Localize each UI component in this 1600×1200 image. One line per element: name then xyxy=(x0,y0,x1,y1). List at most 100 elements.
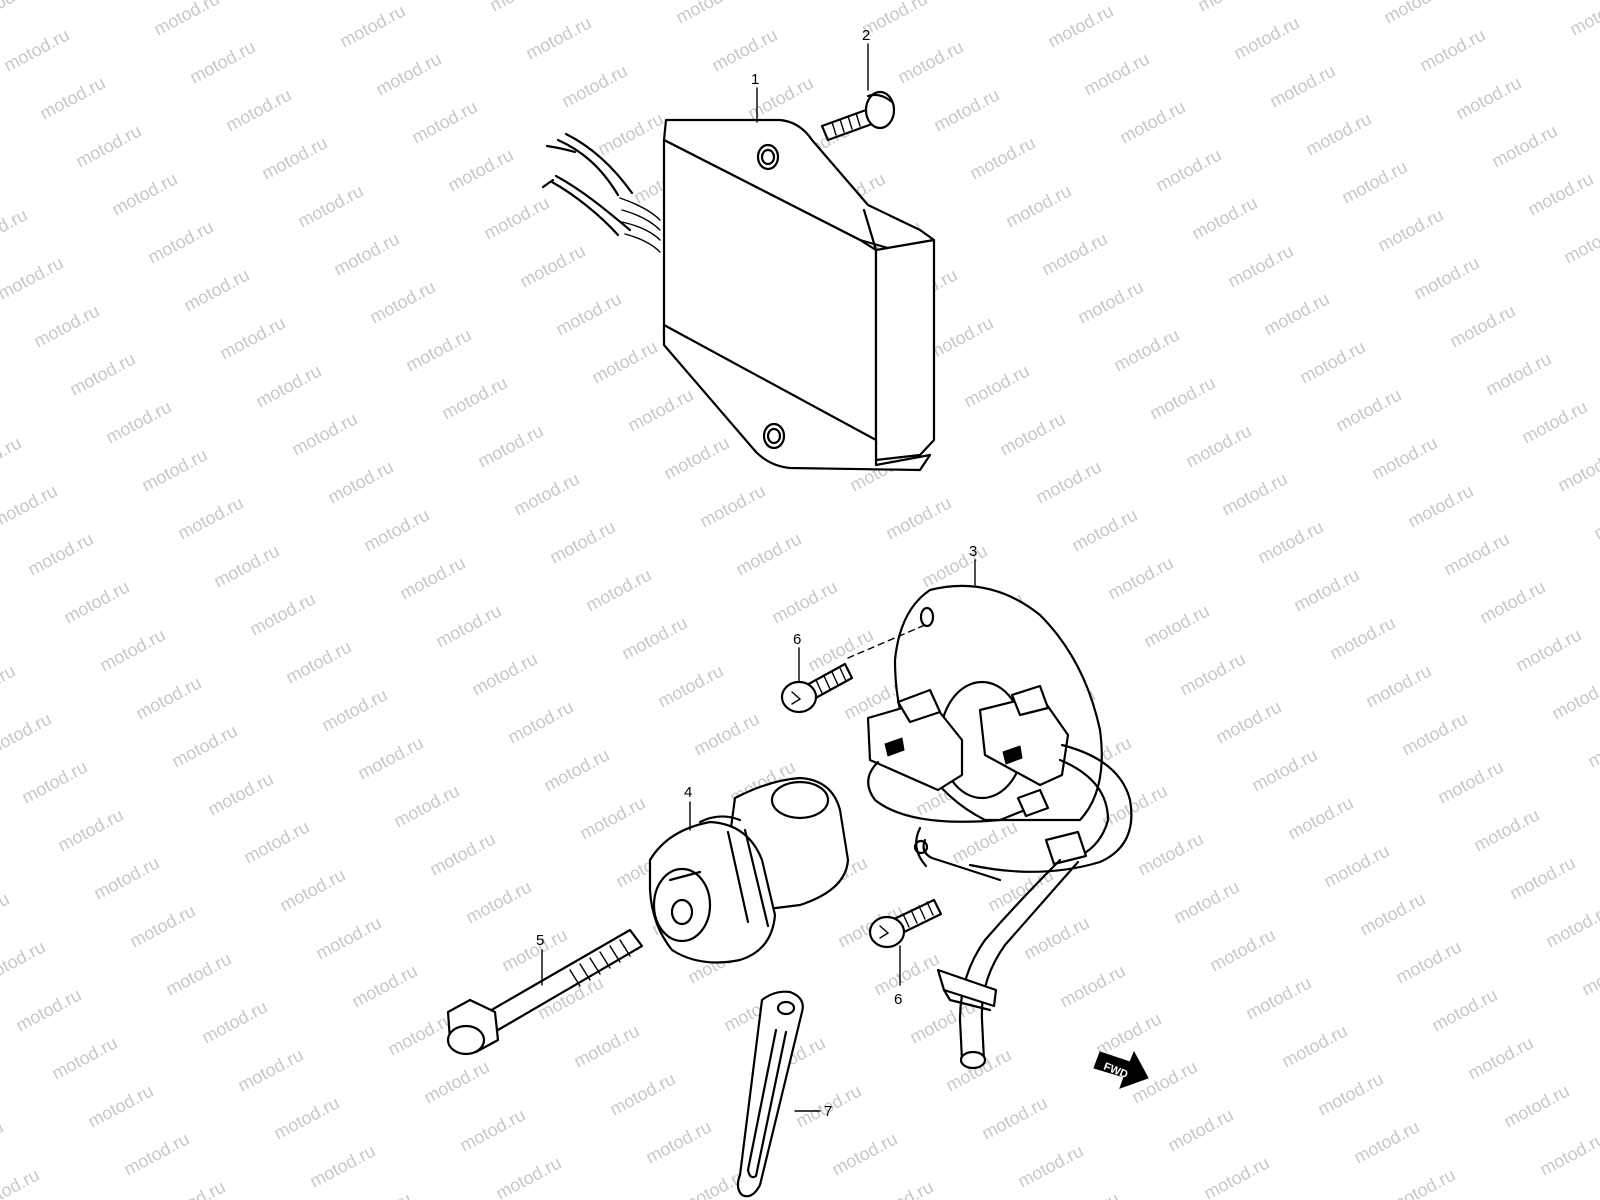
watermark-text: motod.ru xyxy=(1050,1189,1122,1200)
watermark-text: motod.ru xyxy=(282,637,354,688)
watermark-text: motod.ru xyxy=(498,925,570,976)
watermark-text: motod.ru xyxy=(594,109,666,160)
watermark-text: motod.ru xyxy=(0,0,37,28)
watermark-text: motod.ru xyxy=(0,889,13,940)
watermark-text: motod.ru xyxy=(1560,217,1600,268)
watermark-text: motod.ru xyxy=(918,541,990,592)
watermark-text: motod.ru xyxy=(1368,433,1440,484)
watermark-text: motod.ru xyxy=(672,0,744,28)
part-pickup-coil-assembly[interactable] xyxy=(866,584,1133,1070)
watermark-text: motod.ru xyxy=(486,0,558,16)
watermark-text: motod.ru xyxy=(1194,0,1266,16)
watermark-text: motod.ru xyxy=(1104,553,1176,604)
watermark-text: motod.ru xyxy=(1596,265,1600,316)
callout-6-upper[interactable]: 6 xyxy=(793,631,801,648)
watermark-text: motod.ru xyxy=(144,217,216,268)
watermark-text: motod.ru xyxy=(708,25,780,76)
watermark-text: motod.ru xyxy=(1164,1105,1236,1156)
watermark-text: motod.ru xyxy=(864,1177,936,1200)
part-canister-4[interactable] xyxy=(648,776,850,964)
watermark-text: motod.ru xyxy=(1362,661,1434,712)
watermark-text: motod.ru xyxy=(12,985,84,1036)
watermark-text: motod.ru xyxy=(162,949,234,1000)
watermark-text: motod.ru xyxy=(0,709,55,760)
watermark-text: motod.ru xyxy=(624,385,696,436)
watermark-text: motod.ru xyxy=(768,577,840,628)
callout-6-lower[interactable]: 6 xyxy=(894,991,902,1008)
part-cdi-unit[interactable] xyxy=(541,118,936,472)
watermark-text: motod.ru xyxy=(0,205,31,256)
watermark-text: motod.ru xyxy=(996,409,1068,460)
watermark-text: motod.ru xyxy=(180,265,252,316)
watermark-text: motod.ru xyxy=(426,829,498,880)
fwd-arrow-icon: FWD xyxy=(1093,1050,1149,1089)
watermark-text: motod.ru xyxy=(0,481,61,532)
watermark-text: motod.ru xyxy=(894,37,966,88)
watermark-text: motod.ru xyxy=(156,1177,228,1200)
watermark-text: motod.ru xyxy=(390,781,462,832)
watermark-text: motod.ru xyxy=(474,421,546,472)
watermark-text: motod.ru xyxy=(1260,289,1332,340)
watermark-text: motod.ru xyxy=(1110,325,1182,376)
watermark-text: motod.ru xyxy=(1140,601,1212,652)
watermark-text: motod.ru xyxy=(1146,373,1218,424)
callout-4[interactable]: 4 xyxy=(684,784,692,801)
watermark-text: motod.ru xyxy=(468,649,540,700)
watermark-text: motod.ru xyxy=(150,0,222,40)
watermark-text: motod.ru xyxy=(1254,517,1326,568)
watermark-text: motod.ru xyxy=(252,361,324,412)
watermark-text: motod.ru xyxy=(60,577,132,628)
watermark-text: motod.ru xyxy=(276,865,348,916)
watermark-text: motod.ru xyxy=(654,661,726,712)
watermark-text: motod.ru xyxy=(1386,1165,1458,1200)
watermark-text: motod.ru xyxy=(246,589,318,640)
callout-3[interactable]: 3 xyxy=(969,543,977,560)
watermark-text: motod.ru xyxy=(696,481,768,532)
watermark-text: motod.ru xyxy=(552,289,624,340)
watermark-text: motod.ru xyxy=(66,349,138,400)
callout-2[interactable]: 2 xyxy=(862,27,870,44)
watermark-text: motod.ru xyxy=(126,901,198,952)
watermark-text: motod.ru xyxy=(36,73,108,124)
watermark-text: motod.ru xyxy=(102,397,174,448)
watermark-text: motod.ru xyxy=(1080,49,1152,100)
watermark-text: motod.ru xyxy=(0,937,49,988)
watermark-text: motod.ru xyxy=(978,1093,1050,1144)
watermark-text: motod.ru xyxy=(1170,877,1242,928)
watermark-text: motod.ru xyxy=(1470,805,1542,856)
watermark-text: motod.ru xyxy=(1536,1129,1600,1180)
watermark-text: motod.ru xyxy=(24,529,96,580)
watermark-text: motod.ru xyxy=(96,625,168,676)
watermark-text: motod.ru xyxy=(1584,721,1600,772)
watermark-text: motod.ru xyxy=(1464,1033,1536,1084)
part-screw-6-lower[interactable] xyxy=(868,898,943,949)
watermark-text: motod.ru xyxy=(1248,745,1320,796)
watermark-text: motod.ru xyxy=(966,133,1038,184)
watermark-text: motod.ru xyxy=(1002,181,1074,232)
watermark-text: motod.ru xyxy=(1206,925,1278,976)
watermark-text: motod.ru xyxy=(1590,493,1600,544)
watermark-text: motod.ru xyxy=(1242,973,1314,1024)
watermark-text: motod.ru xyxy=(1446,301,1518,352)
callout-5[interactable]: 5 xyxy=(536,932,544,949)
watermark-text: motod.ru xyxy=(1428,985,1500,1036)
watermark-text: motod.ru xyxy=(1182,421,1254,472)
watermark-text: motod.ru xyxy=(1440,529,1512,580)
watermark-text: motod.ru xyxy=(48,1033,120,1084)
watermark-text: motod.ru xyxy=(324,457,396,508)
part-screw-2[interactable] xyxy=(820,90,896,142)
watermark-text: motod.ru xyxy=(84,1081,156,1132)
watermark-text: motod.ru xyxy=(0,1117,7,1168)
watermark-text: motod.ru xyxy=(1572,1177,1600,1200)
callout-7[interactable]: 7 xyxy=(824,1103,832,1120)
watermark-text: motod.ru xyxy=(1374,205,1446,256)
watermark-text: motod.ru xyxy=(1116,97,1188,148)
watermark-text: motod.ru xyxy=(1152,145,1224,196)
part-bolt-5[interactable] xyxy=(446,928,644,1056)
part-strap-7[interactable] xyxy=(736,990,804,1198)
watermark-text: motod.ru xyxy=(1134,829,1206,880)
watermark-text: motod.ru xyxy=(258,133,330,184)
callout-1[interactable]: 1 xyxy=(751,71,759,88)
watermark-text: motod.ru xyxy=(240,817,312,868)
watermark-text: motod.ru xyxy=(306,1141,378,1192)
